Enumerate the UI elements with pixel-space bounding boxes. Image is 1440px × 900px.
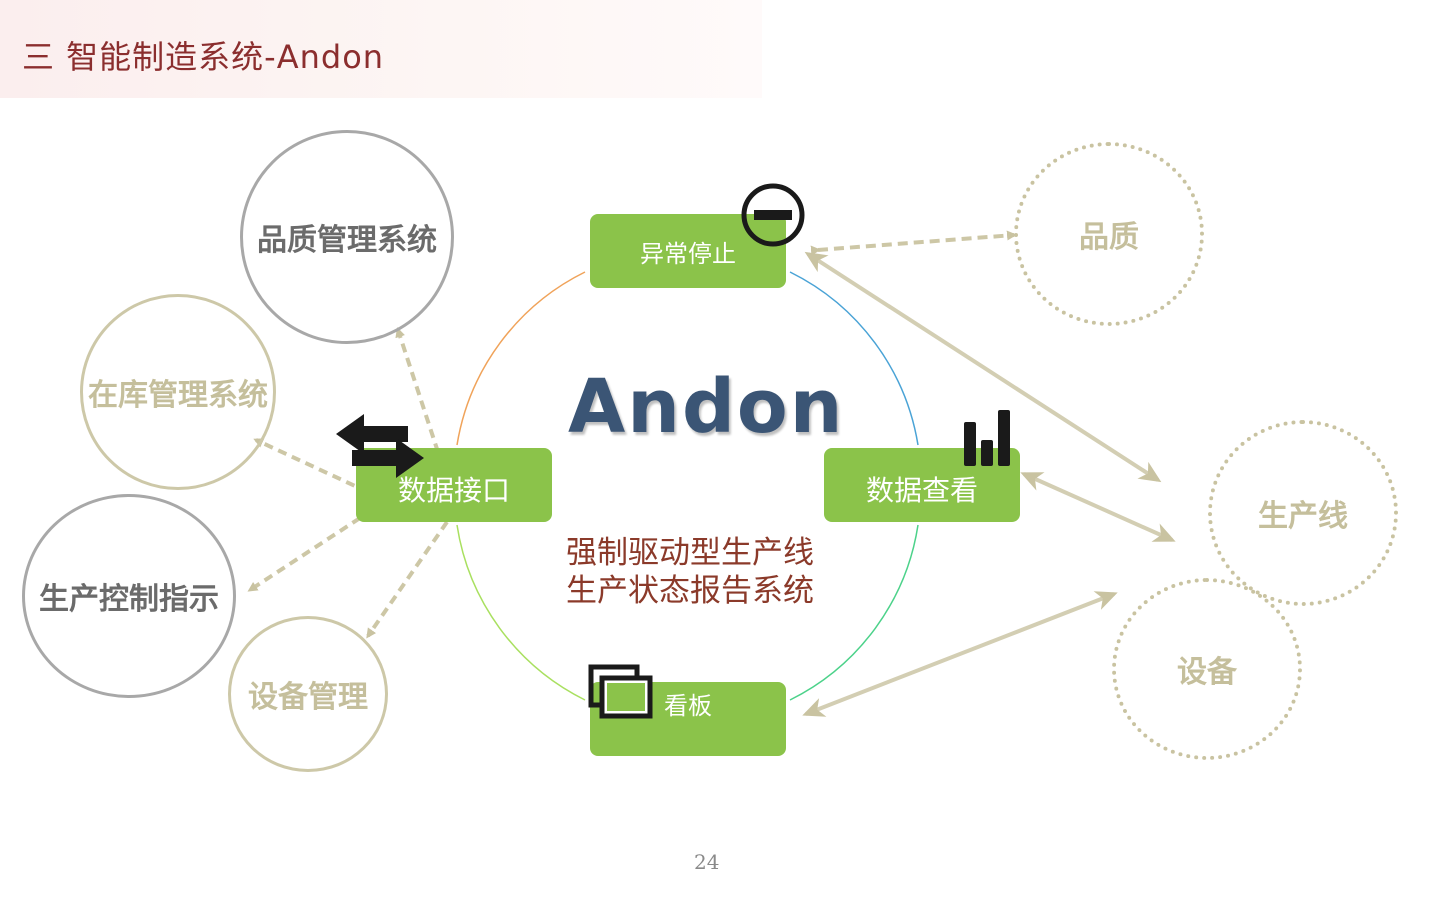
data-interface-label: 数据接口 (397, 474, 510, 507)
arrow-to-quality-system (395, 327, 440, 453)
inventory-system-label: 在库管理系统 (88, 378, 268, 413)
subtitle-line-2: 生产状态报告系统 (566, 573, 814, 609)
arrow-abnormal-stop-production-line (804, 251, 1162, 483)
quality-circle: 品质 (1014, 142, 1204, 326)
andon-subtitle: 强制驱动型生产线 生产状态报告系统 (566, 534, 814, 610)
arrow-to-equipment-management (366, 520, 449, 639)
stop-icon (741, 183, 805, 247)
exchange-arrows-icon (336, 414, 424, 478)
kanban-box: 看板 (590, 682, 786, 756)
arrow-to-inventory-system (253, 438, 369, 494)
andon-title: Andon (568, 364, 845, 450)
subtitle-line-1: 强制驱动型生产线 (566, 535, 814, 571)
page-title: 三 智能制造系统-Andon (22, 38, 385, 76)
production-line-circle: 生产线 (1208, 420, 1398, 606)
production-control-circle: 生产控制指示 (22, 494, 236, 698)
abnormal-stop-label: 异常停止 (640, 239, 736, 268)
equipment-label: 设备 (1177, 655, 1237, 690)
production-control-label: 生产控制指示 (39, 582, 219, 617)
arrow-abnormal-stop-quality (810, 230, 1017, 256)
quality-system-label: 品质管理系统 (257, 223, 437, 258)
ring-arc-top-left (456, 271, 586, 446)
data-view-label: 数据查看 (865, 474, 978, 507)
quality-label: 品质 (1079, 220, 1139, 255)
abnormal-stop-box: 异常停止 (590, 214, 786, 288)
ring-arc-bottom-left (456, 524, 586, 701)
bar-chart-icon (964, 410, 1010, 466)
arrow-kanban-equipment (802, 591, 1118, 717)
equipment-management-label: 设备管理 (248, 680, 368, 715)
quality-system-circle: 品质管理系统 (240, 130, 454, 344)
kanban-label: 看板 (664, 692, 712, 720)
monitor-icon (588, 664, 653, 719)
title-band (0, 0, 762, 98)
equipment-circle: 设备 (1112, 578, 1302, 760)
inventory-system-circle: 在库管理系统 (80, 294, 276, 490)
arrow-data-view-production-line (1020, 472, 1176, 542)
production-line-label: 生产线 (1258, 499, 1348, 534)
page-number: 24 (694, 850, 720, 874)
equipment-management-circle: 设备管理 (228, 616, 388, 772)
arrow-to-production-control (247, 516, 362, 592)
